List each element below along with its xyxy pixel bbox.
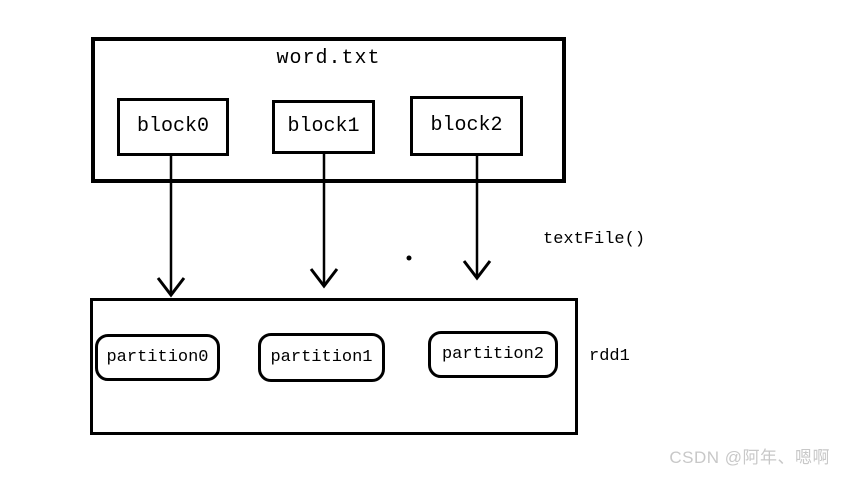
partition2-box: partition2 — [428, 331, 558, 378]
textfile-operation-label: textFile() — [543, 230, 646, 249]
stray-dot — [406, 255, 412, 261]
partition1-box: partition1 — [258, 333, 385, 382]
rdd-name-label: rdd1 — [589, 347, 630, 366]
csdn-watermark: CSDN @阿年、嗯啊 — [669, 448, 830, 467]
partition0-box: partition0 — [95, 334, 220, 381]
block2-box: block2 — [410, 96, 523, 156]
block1-label: block1 — [287, 115, 360, 138]
block0-label: block0 — [136, 115, 209, 138]
block1-box: block1 — [272, 100, 375, 154]
rdd-box: partition0 partition1 partition2 — [90, 298, 578, 435]
arrow-head — [309, 268, 339, 289]
partition1-label: partition1 — [270, 348, 373, 367]
block2-label: block2 — [430, 114, 503, 137]
arrow-head — [462, 260, 492, 281]
partition2-label: partition2 — [441, 345, 545, 364]
arrow-head — [156, 277, 186, 298]
file-title: word.txt — [276, 47, 381, 70]
block0-box: block0 — [117, 98, 229, 156]
partition0-label: partition0 — [106, 348, 209, 367]
